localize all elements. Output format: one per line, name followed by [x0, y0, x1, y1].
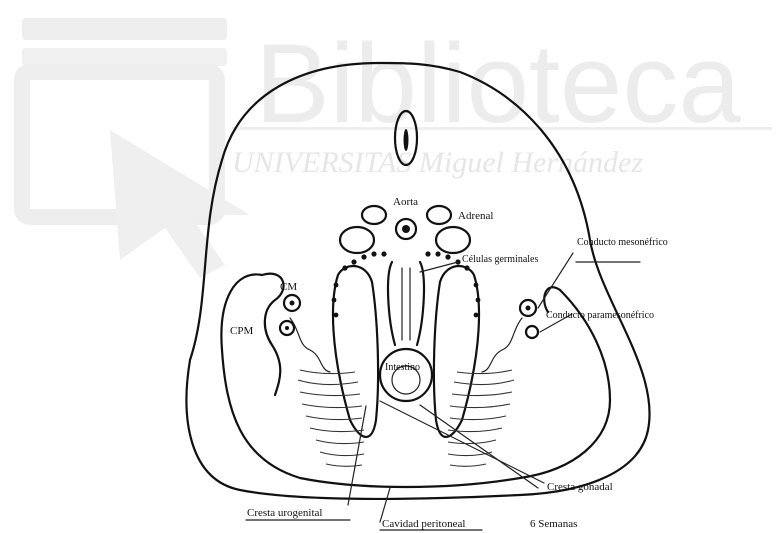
right-body-wall-fold [544, 287, 560, 312]
label-aorta: Aorta [393, 196, 418, 208]
label-adrenal: Adrenal [458, 210, 493, 222]
germ-cells [332, 251, 481, 317]
label-celulas-germinales: Células germinales [462, 254, 538, 265]
label-conducto-mesonefrico-text: Conducto mesonéfrico [577, 237, 668, 248]
right-ducts [520, 300, 538, 338]
label-conducto-paramesonefrico: Conducto paramesonéfrico [546, 310, 654, 321]
left-gonadal-ridge [290, 266, 378, 466]
aorta-and-adrenals [340, 206, 470, 253]
label-conducto-mesonefrico: Conducto mesonéfrico [577, 237, 668, 248]
label-cpm: CPM [230, 325, 253, 337]
label-cavidad-peritoneal: Cavidad peritoneal [382, 518, 465, 530]
watermark-subtitle: UNIVERSITAS Miguel Hernández [232, 146, 643, 179]
label-cm: CM [280, 281, 297, 293]
right-gonadal-ridge [434, 266, 522, 466]
label-intestino: Intestino [385, 362, 420, 373]
label-edad: 6 Semanas [530, 518, 577, 530]
intestine-and-mesentery [380, 262, 432, 401]
left-ducts [280, 295, 300, 335]
label-cresta-gonadal: Cresta gonadal [547, 481, 613, 493]
label-cresta-urogenital: Cresta urogenital [247, 507, 322, 519]
